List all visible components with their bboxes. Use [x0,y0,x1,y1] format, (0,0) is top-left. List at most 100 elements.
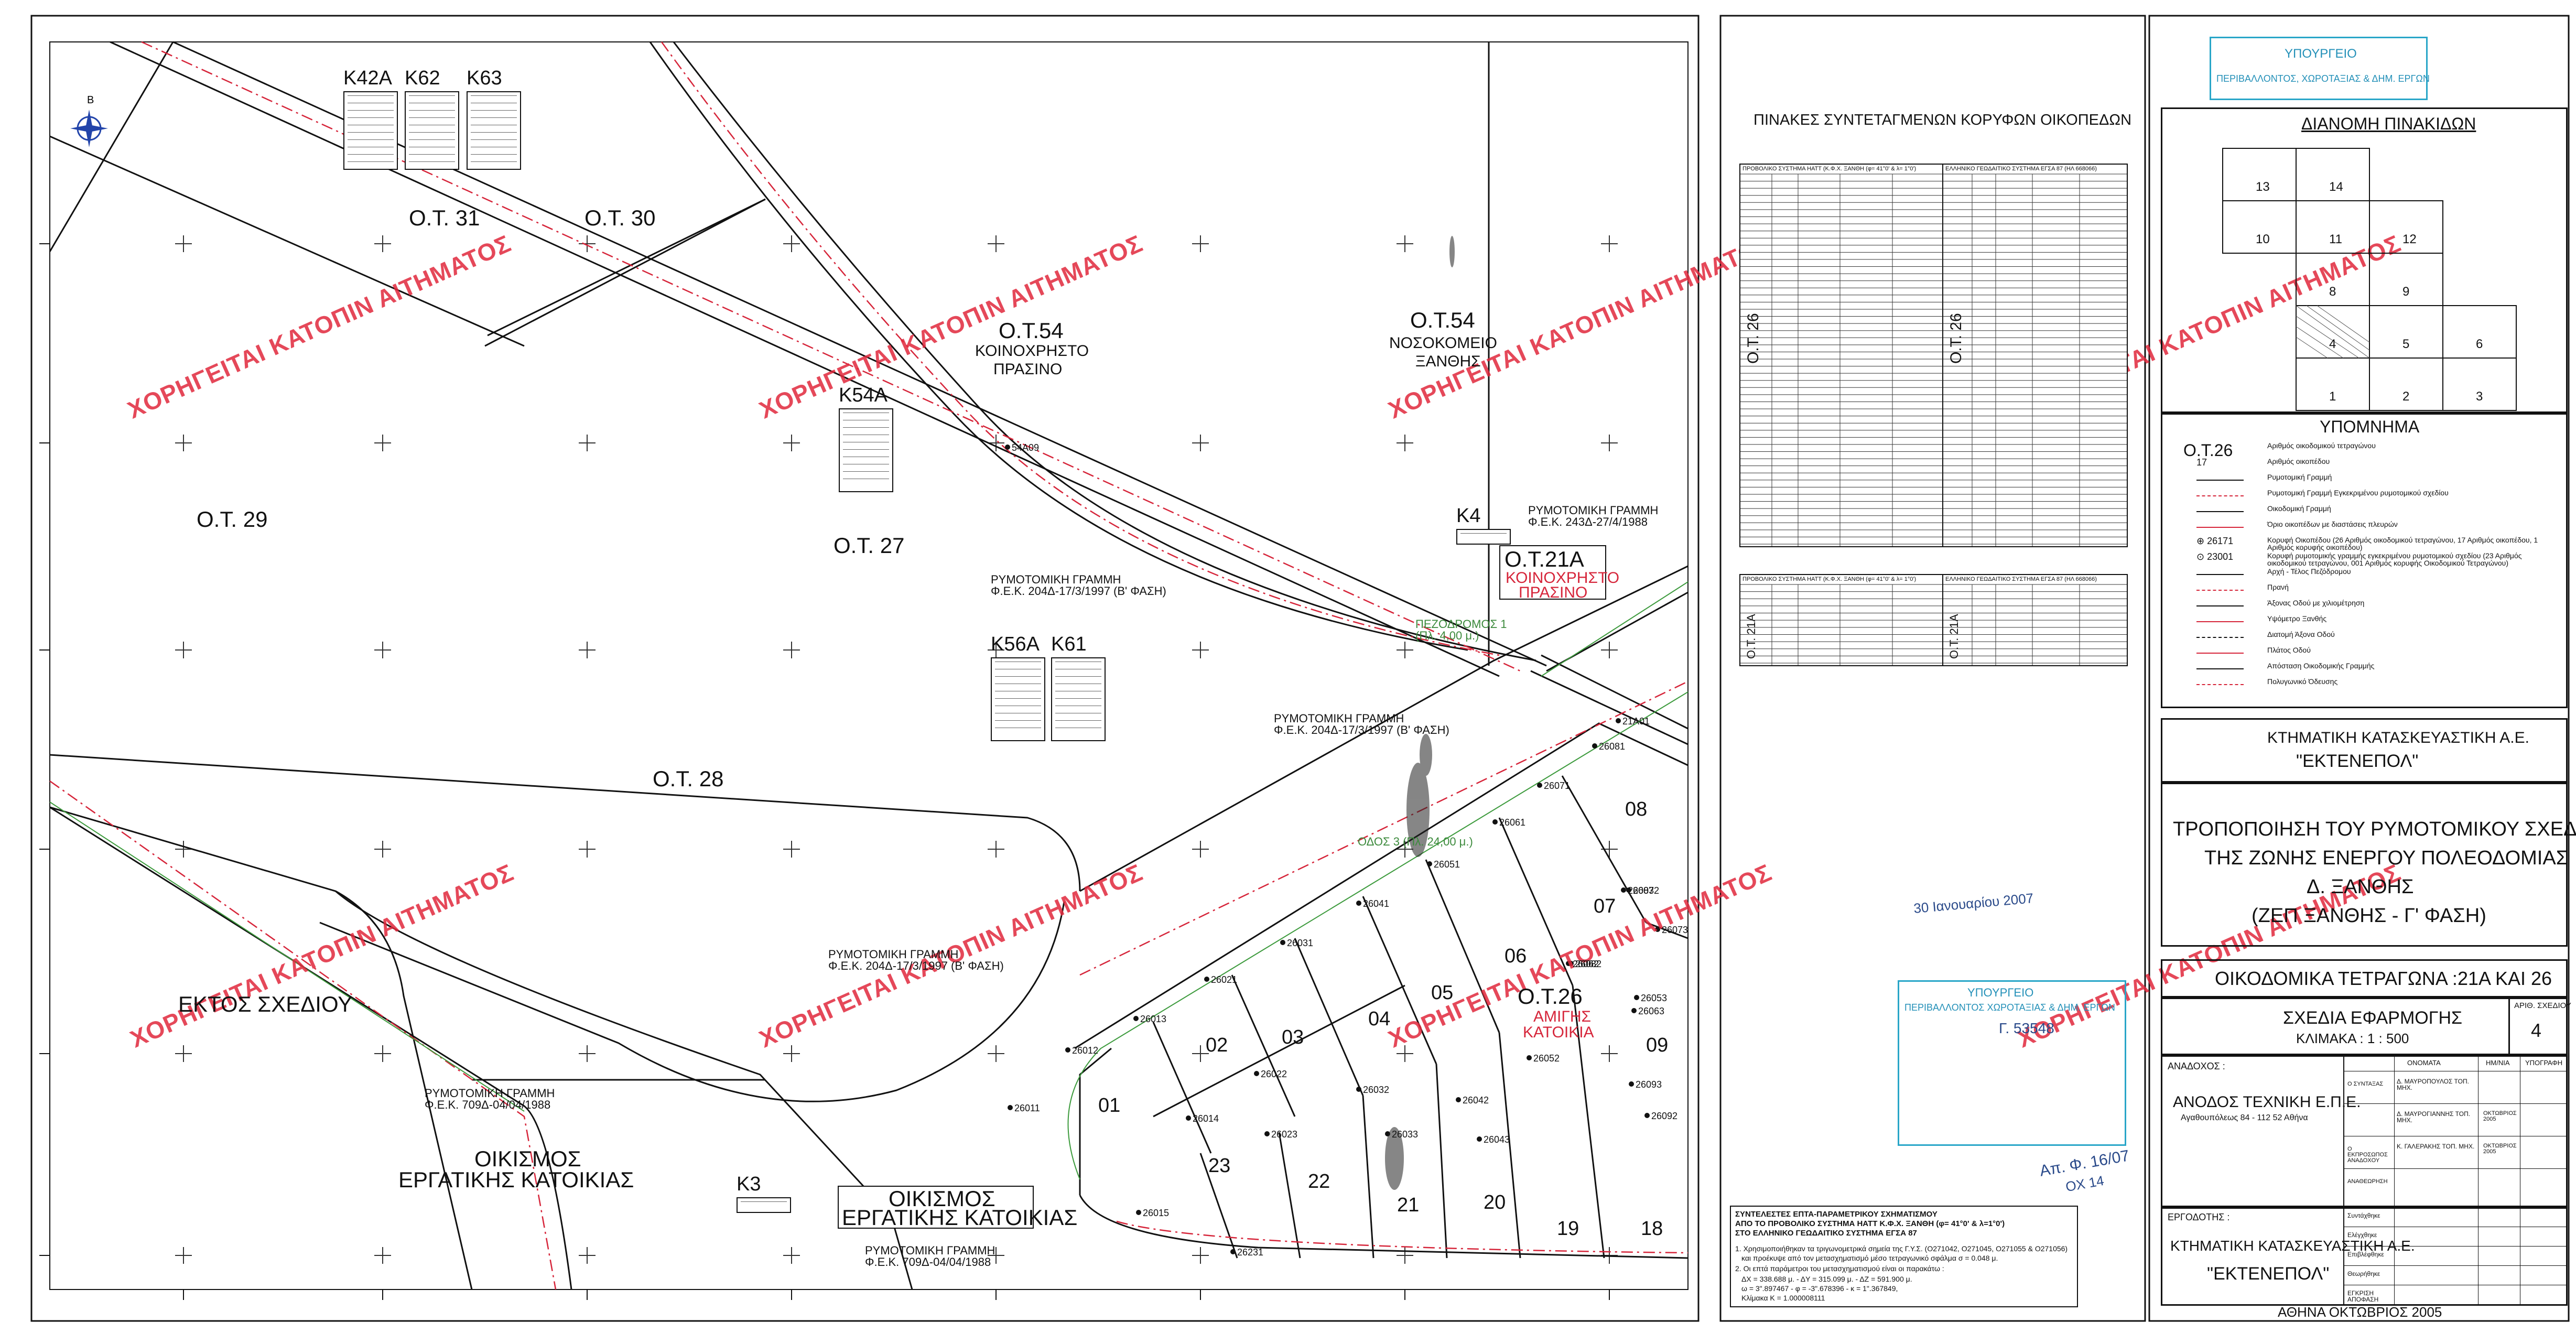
block-label-box: ΟΙΚΙΣΜΟΣ ΕΡΓΑΤΙΚΗΣ ΚΑΤΟΙΚΙΑΣ [838,1186,1077,1229]
legend-text: Αρχή - Τέλος Πεζόδρομου [2267,567,2351,576]
legend-text: Όριο οικοπέδων με διαστάσεις πλευρών [2267,520,2398,528]
svg-text:Β: Β [87,94,94,106]
point-code: 26032 [1363,1085,1390,1095]
lot-number: 20 [1484,1191,1506,1213]
legend-line [2196,605,2244,606]
point-marker [1356,1087,1361,1092]
legend-text: Πλάτος Οδού [2267,646,2311,654]
block-label: ΕΚΤΟΣ ΣΧΕΔΙΟΥ [178,992,353,1016]
legend-text: Οικοδομική Γραμμή [2267,504,2331,513]
lot-number: 05 [1431,982,1454,1004]
col-header: ΗΜ/ΝΙΑ [2486,1059,2510,1067]
point-code: 26083 [1628,885,1654,896]
point-group-table [1051,657,1106,741]
point-marker [1136,1210,1141,1215]
point-group-table [737,1197,791,1213]
point-marker [1644,1113,1650,1118]
point-marker [1592,743,1597,749]
coord-table-egsa-ot21a: ΕΛΛΗΝΙΚΟ ΓΕΩΔΑΙΤΙΚΟ ΣΥΣΤΗΜΑ ΕΓΣΑ 87 (ΗΛ … [1942,574,2128,666]
lot-number: 09 [1646,1034,1669,1056]
role-label: Ο ΣΥΝΤΑΞΑΣ [2347,1081,2384,1087]
point-group-label: K54A [839,384,887,406]
point-marker [1204,977,1209,982]
point-group-table [343,91,398,170]
sheet-number: 13 [2256,180,2270,194]
footer-date: ΑΘΗΝΑ ΟΚΤΩΒΡΙΟΣ 2005 [2278,1304,2442,1320]
transformation-notes: ΣΥΝΤΕΛΕΣΤΕΣ ΕΠΤΑ-ΠΑΡΑΜΕΤΡΙΚΟΥ ΣΧΗΜΑΤΙΣΜΟ… [1730,1206,2078,1307]
block-label: ΕΡΓΑΤΙΚΗΣ ΚΑΤΟΙΚΙΑΣ [398,1167,634,1192]
point-code: 26063 [1638,1006,1665,1016]
table-grid [1740,174,1945,546]
tables-title: ΠΙΝΑΚΕΣ ΣΥΝΤΕΤΑΓΜΕΝΩΝ ΚΟΡΥΦΩΝ ΟΙΚΟΠΕΔΩΝ [1754,112,2132,128]
lot-number: 19 [1557,1218,1579,1240]
point-marker [1264,1131,1270,1136]
client-panel: ΕΡΓΟΔΟΤΗΣ : ΚΤΗΜΑΤΙΚΗ ΚΑΤΑΣΚΕΥΑΣΤΙΚΗ Α.Ε… [2161,1206,2568,1306]
point-code: 26033 [1392,1129,1419,1140]
table-grid [1943,584,2127,665]
lot-number: 04 [1368,1008,1391,1030]
legend-symbol: ⊕ 26171 [2196,536,2234,546]
approval-role: Θεωρήθηκε [2347,1270,2380,1277]
sheet-number: 2 [2402,389,2410,404]
point-code: 26022 [1261,1069,1287,1079]
legend-text: Διατομή Άξονα Οδού [2267,630,2335,638]
coord-table-hatt-ot26: ΠΡΟΒΟΛΙΚΟ ΣΥΣΤΗΜΑ HATT (Κ.Φ.Χ. ΞΑΝΘΗ (φ=… [1739,164,1946,547]
point-code: 26011 [1014,1103,1040,1113]
block-label: Ο.Τ. 27 [834,533,905,558]
point-code: 26012 [1072,1045,1099,1056]
approval-role: Ελέγχθηκε [2347,1231,2377,1239]
point-code: 26053 [1641,993,1668,1003]
block-label: Ο.Τ. 28 [653,766,724,791]
legend-symbol: 17 [2196,457,2207,468]
point-marker [1626,887,1631,893]
approval-stamp: ΥΠΟΥΡΓΕΙΟ ΠΕΡΙΒΑΛΛΟΝΤΟΣ ΧΩΡΟΤΑΞΙΑΣ & ΔΗΜ… [1898,980,2126,1146]
sheet-number: 12 [2402,232,2417,246]
point-code: 26021 [1211,974,1238,985]
point-group-label: K63 [467,67,502,89]
lot-number: 06 [1505,945,1527,967]
sheet-number: 14 [2329,180,2343,194]
point-marker [1186,1115,1191,1121]
road-note: ΠΕΖΟΔΡΟΜΟΣ 1(Πλ. 4,00 μ.) [1415,617,1507,642]
point-code: 26082 [1575,959,1602,969]
lot-number: 22 [1308,1171,1330,1193]
block-label: Ο.Τ. 29 [197,507,268,532]
point-code: 26231 [1237,1247,1264,1258]
role-label: ΑΝΑΘΕΩΡΗΣΗ [2347,1178,2388,1185]
company-header: ΚΤΗΜΑΤΙΚΗ ΚΑΤΑΣΚΕΥΑΣΤΙΚΗ Α.Ε. "ΕΚΤΕΝΕΠΟΛ… [2161,718,2568,784]
table-grid [1740,584,1945,665]
point-group-label: K56A [991,633,1040,655]
legend-text: Κορυφή Οικοπέδου (26 Αριθμός οικοδομικού… [2267,536,2538,551]
legend-text: Αριθμός οικοπέδου [2267,457,2330,465]
point-marker [1356,901,1361,906]
block-sublabel: ΝΟΣΟΚΟΜΕΙΟ [1389,334,1497,352]
point-group-table [405,91,459,170]
point-marker [1527,1055,1532,1060]
legend-text: Κορυφή ρυμοτομικής γραμμής εγκεκριμένου … [2267,551,2522,567]
role-name: Δ. ΜΑΥΡΟΓΙΑΝΝΗΣ ΤΟΠ. ΜΗΧ. [2397,1110,2471,1124]
legend-line [2196,590,2244,591]
lot-number: 01 [1098,1094,1121,1117]
ministry-stamp: ΥΠΟΥΡΓΕΙΟ ΠΕΡΙΒΑΛΛΟΝΤΟΣ, ΧΩΡΟΤΑΞΙΑΣ & ΔΗ… [2210,37,2430,100]
role-name: Κ. ΓΑΛΕΡΑΚΗΣ ΤΟΠ. ΜΗΧ. [2397,1143,2475,1150]
legend-symbol: ⊙ 23001 [2196,551,2234,562]
legend-text: Ρυμοτομική Γραμμή Εγκεκριμένου ρυμοτομικ… [2267,489,2449,497]
lot-number: 21 [1397,1194,1420,1216]
legend-line [2196,684,2244,685]
point-code: 26093 [1636,1079,1662,1090]
block-sublabel: ΑΜΙΓΗΣ [1533,1008,1592,1025]
point-code: 26092 [1651,1111,1678,1121]
point-code: 26081 [1599,741,1626,752]
block-sublabel: ΞΑΝΘΗΣ [1415,353,1481,370]
legend-line [2196,511,2244,512]
legend-text: Αριθμός οικοδομικού τετραγώνου [2267,441,2376,450]
block-label: Ο.Τ.54 [999,318,1064,343]
point-marker [1477,1136,1482,1142]
point-code: 26042 [1463,1095,1489,1106]
